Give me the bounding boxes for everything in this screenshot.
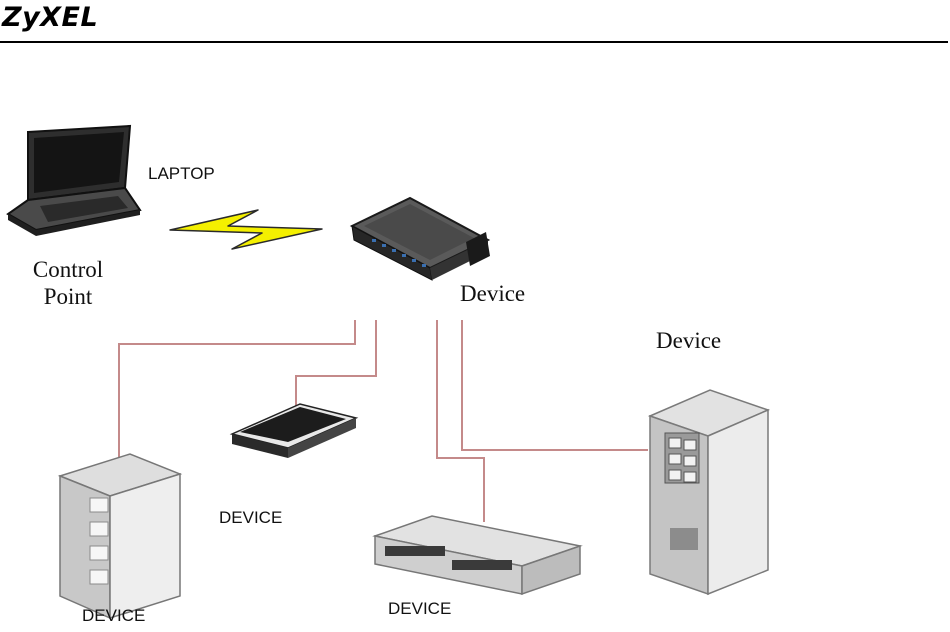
link-right-tower	[461, 320, 648, 451]
label-control-point-line1: Control	[32, 257, 104, 282]
link-left-tower	[118, 320, 356, 473]
connection-lines	[118, 320, 648, 522]
label-tower-right: Device	[656, 328, 722, 353]
tower-left-icon	[57, 453, 183, 620]
scanner-icon	[229, 403, 359, 458]
zyxel-logo: ZyXEL	[2, 2, 99, 33]
tower-right-icon	[647, 389, 771, 596]
network-diagram: LAPTOP Control Point Device Device DEVIC…	[0, 118, 800, 632]
router-icon	[349, 196, 491, 281]
label-control-point-line2: Point	[43, 284, 93, 309]
wireless-bolt-icon	[169, 209, 323, 250]
label-control-point: Control Point	[22, 256, 114, 310]
label-router: Device	[460, 281, 526, 306]
link-switch	[436, 320, 485, 522]
header-rule	[0, 41, 948, 43]
label-device-left: DEVICE	[82, 606, 146, 625]
link-scanner	[295, 320, 377, 408]
label-device-center: DEVICE	[388, 599, 452, 618]
laptop-icon	[6, 124, 142, 236]
diagram-canvas	[6, 124, 771, 620]
label-laptop: LAPTOP	[148, 164, 215, 183]
page-header: ZyXEL	[0, 0, 950, 44]
label-device-scanner: DEVICE	[219, 508, 283, 527]
switch-icon	[372, 515, 583, 596]
